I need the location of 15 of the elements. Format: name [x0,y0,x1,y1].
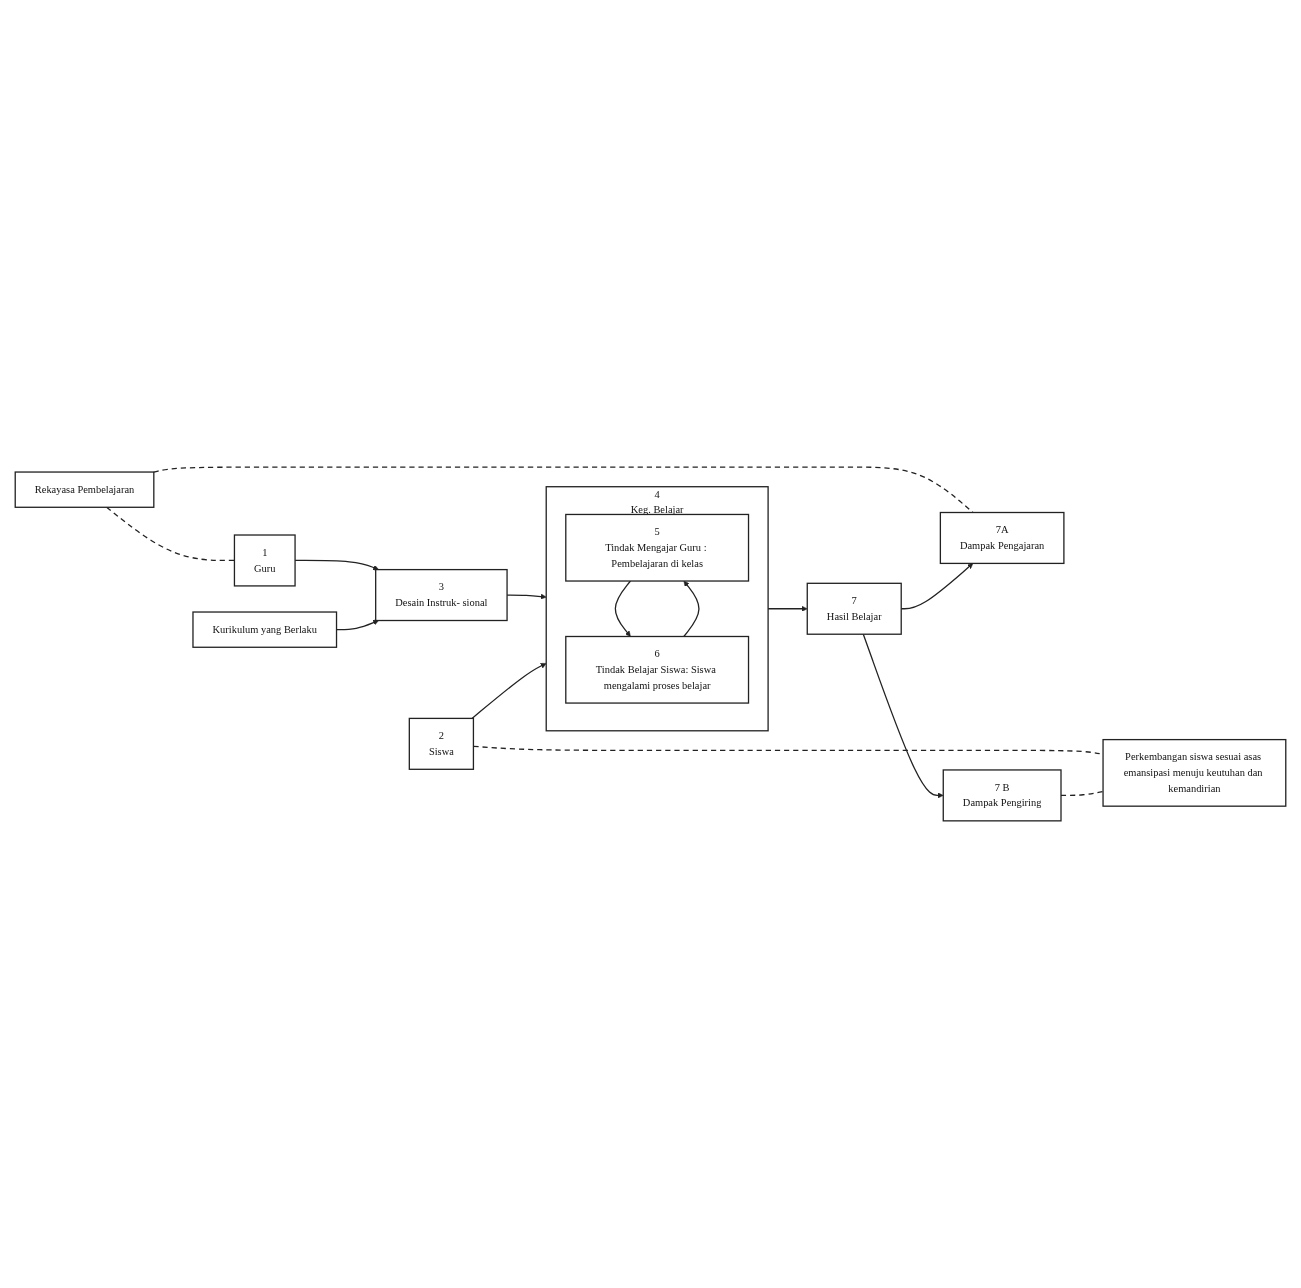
node-box: 1 Guru [233,534,296,587]
node-box: 7A Dampak Pengajaran [939,511,1065,565]
node-box: 3 Desain Instruk- sional [375,568,508,622]
arrow [614,580,632,637]
node-box: 7 B Dampak Pengiring [942,769,1062,822]
arrow [862,633,944,799]
node-box: 5 Tindak Mengajar Guru : Pembelajaran di kelas [565,513,750,582]
arrow [471,663,547,720]
node-box: 7 Hasil Belajar [806,582,902,635]
node-box: Rekayasa Pembelajaran [14,471,155,508]
node-box: 6 Tindak Belajar Siswa: Siswa mengalami proses belajar [565,635,750,704]
arrow [683,580,700,638]
node-box: Kurikulum yang Berlaku [192,611,338,648]
node-box: Perkembangan siswa sesuai asas emansipasi menuju keutuhan dan kemandirian [1102,738,1287,807]
node-box: 2 Siswa [408,717,475,770]
